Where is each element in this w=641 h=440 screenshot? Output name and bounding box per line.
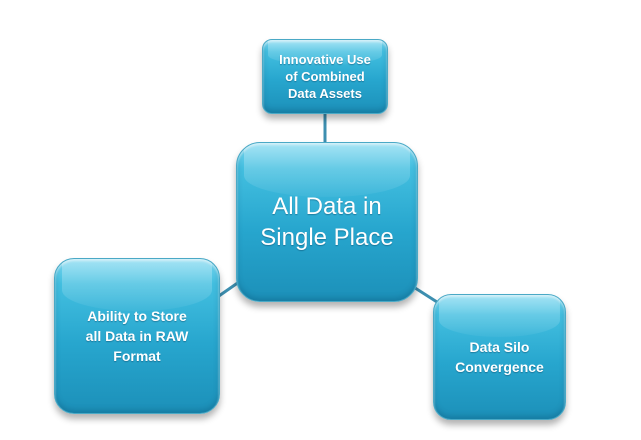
node-all-data-single-place-label: All Data in Single Place <box>260 193 394 251</box>
connector-right <box>411 284 438 304</box>
node-innovative-use: Innovative Use of Combined Data Assets <box>262 39 388 114</box>
node-store-raw-format: Ability to Store all Data in RAW Format <box>54 258 220 414</box>
node-all-data-single-place: All Data in Single Place <box>236 142 418 302</box>
node-data-silo-convergence: Data Silo Convergence <box>433 294 566 420</box>
node-innovative-use-label: Innovative Use of Combined Data Assets <box>279 52 371 101</box>
node-store-raw-format-label: Ability to Store all Data in RAW Format <box>85 308 189 364</box>
node-data-silo-convergence-label: Data Silo Convergence <box>455 339 544 375</box>
